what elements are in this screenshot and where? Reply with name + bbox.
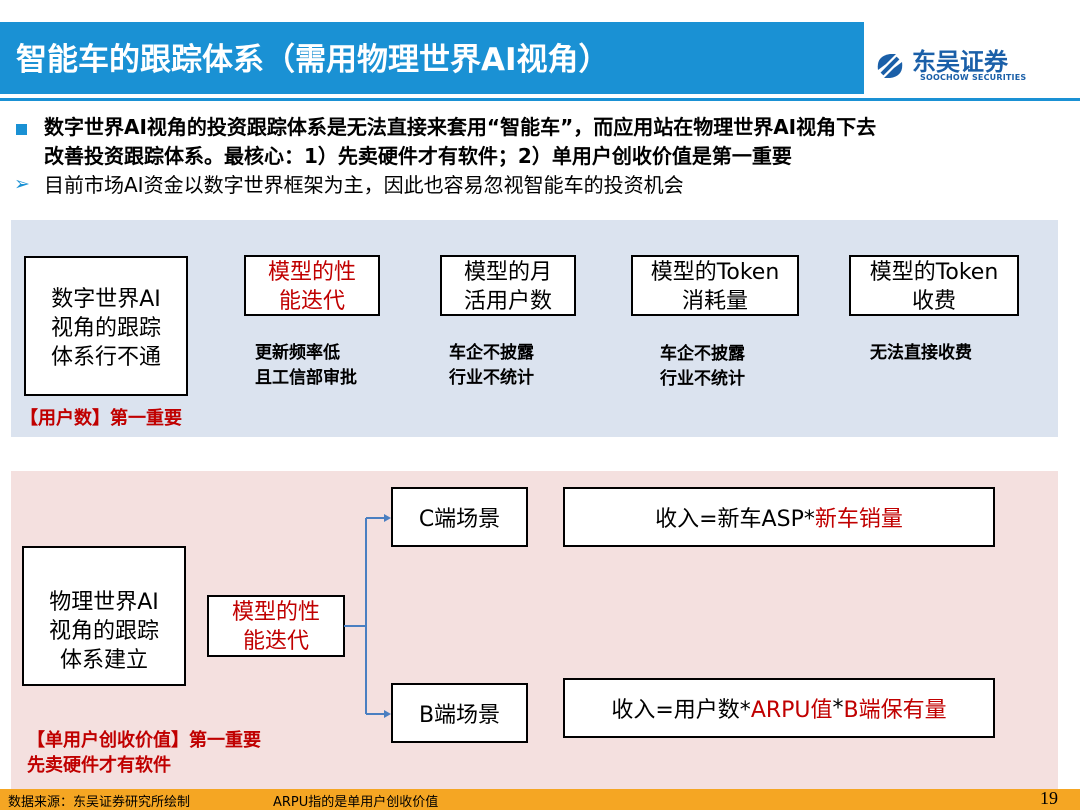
physical-world-line2: 视角的跟踪 bbox=[48, 619, 159, 644]
footer-note: ARPU指的是单用户创收价值 bbox=[273, 795, 439, 810]
note-line2: 且工信部审批 bbox=[255, 368, 357, 388]
physical-world-line3: 体系建立 bbox=[59, 648, 148, 673]
note-line1: 更新频率低 bbox=[255, 343, 340, 363]
performance-line1: 模型的性 bbox=[231, 600, 320, 625]
metric-box-token-fee: 模型的Token 收费 bbox=[849, 255, 1019, 316]
main-bullet-line1: 数字世界AI视角的投资跟踪体系是无法直接来套用“智能车”，而应用站在物理世界AI… bbox=[44, 115, 877, 139]
metric-line2: 活用户数 bbox=[463, 289, 552, 314]
note-line2: 行业不统计 bbox=[660, 369, 745, 389]
digital-world-line3: 体系行不通 bbox=[50, 345, 161, 370]
arrow-bullet-icon: ➢ bbox=[14, 173, 30, 195]
title-bar bbox=[0, 22, 864, 94]
footer-bar bbox=[0, 789, 1080, 810]
hardware-first-conclusion: 先卖硬件才有软件 bbox=[27, 755, 171, 776]
metric-note-token-fee: 无法直接收费 bbox=[870, 341, 972, 366]
metric-note-mau: 车企不披露 行业不统计 bbox=[449, 341, 534, 391]
physical-world-box: 物理世界AI 视角的跟踪 体系建立 bbox=[22, 546, 186, 686]
metric-line1: 模型的月 bbox=[463, 260, 552, 285]
physical-world-line1: 物理世界AI bbox=[49, 590, 159, 615]
page-number: 19 bbox=[1040, 788, 1058, 808]
metric-line1: 模型的Token bbox=[650, 260, 780, 285]
b-revenue-formula: 收入=用户数*ARPU值*B端保有量 bbox=[563, 678, 995, 738]
b-formula-arpu: ARPU值 bbox=[750, 698, 833, 723]
c-formula-highlight: 新车销量 bbox=[814, 507, 903, 532]
arpu-conclusion: 【单用户创收价值】第一重要 bbox=[27, 730, 261, 751]
c-revenue-formula: 收入=新车ASP*新车销量 bbox=[563, 487, 995, 547]
footer-source: 数据来源：东吴证券研究所绘制 bbox=[8, 795, 191, 810]
note-line1: 车企不披露 bbox=[660, 344, 745, 364]
logo-text-en: SOOCHOW SECURITIES bbox=[920, 73, 1027, 82]
metric-line2: 收费 bbox=[911, 289, 956, 314]
metric-box-token-usage: 模型的Token 消耗量 bbox=[631, 255, 799, 316]
digital-world-line1: 数字世界AI bbox=[51, 287, 161, 312]
physical-performance-box: 模型的性 能迭代 bbox=[207, 595, 345, 657]
b-formula-multiply: * bbox=[832, 695, 844, 721]
metric-line2: 消耗量 bbox=[681, 289, 748, 314]
title-underline bbox=[0, 98, 1080, 101]
note-line2: 行业不统计 bbox=[449, 368, 534, 388]
sub-bullet: 目前市场AI资金以数字世界框架为主，因此也容易忽视智能车的投资机会 bbox=[44, 173, 684, 197]
metric-box-mau: 模型的月 活用户数 bbox=[440, 255, 576, 316]
performance-line2: 能迭代 bbox=[242, 629, 309, 654]
b-scene-box: B端场景 bbox=[391, 683, 528, 743]
metric-note-token-usage: 车企不披露 行业不统计 bbox=[660, 342, 745, 392]
metric-line1: 模型的性 bbox=[267, 260, 356, 285]
note-line1: 无法直接收费 bbox=[870, 343, 972, 363]
c-scene-box: C端场景 bbox=[391, 487, 528, 547]
metric-note-performance: 更新频率低 且工信部审批 bbox=[255, 341, 357, 391]
digital-world-line2: 视角的跟踪 bbox=[50, 316, 161, 341]
b-formula-fleet: B端保有量 bbox=[843, 698, 947, 723]
digital-world-box: 数字世界AI 视角的跟踪 体系行不通 bbox=[24, 256, 188, 396]
metric-line1: 模型的Token bbox=[869, 260, 999, 285]
page-title: 智能车的跟踪体系（需用物理世界AI视角） bbox=[16, 42, 610, 78]
branch-connector bbox=[344, 514, 391, 718]
soochow-logo-icon bbox=[877, 54, 903, 78]
metric-box-performance: 模型的性 能迭代 bbox=[244, 255, 380, 316]
bullet-square-icon bbox=[16, 124, 27, 135]
main-bullet-line2: 改善投资跟踪体系。最核心：1）先卖硬件才有软件；2）单用户创收价值是第一重要 bbox=[44, 144, 792, 168]
logo-text-cn: 东吴证券 bbox=[912, 48, 1008, 76]
metric-line2: 能迭代 bbox=[278, 289, 345, 314]
note-line1: 车企不披露 bbox=[449, 343, 534, 363]
b-formula-text: 收入=用户数* bbox=[611, 698, 751, 723]
user-count-conclusion: 【用户数】第一重要 bbox=[20, 408, 182, 429]
c-formula-text: 收入=新车ASP* bbox=[655, 507, 815, 532]
